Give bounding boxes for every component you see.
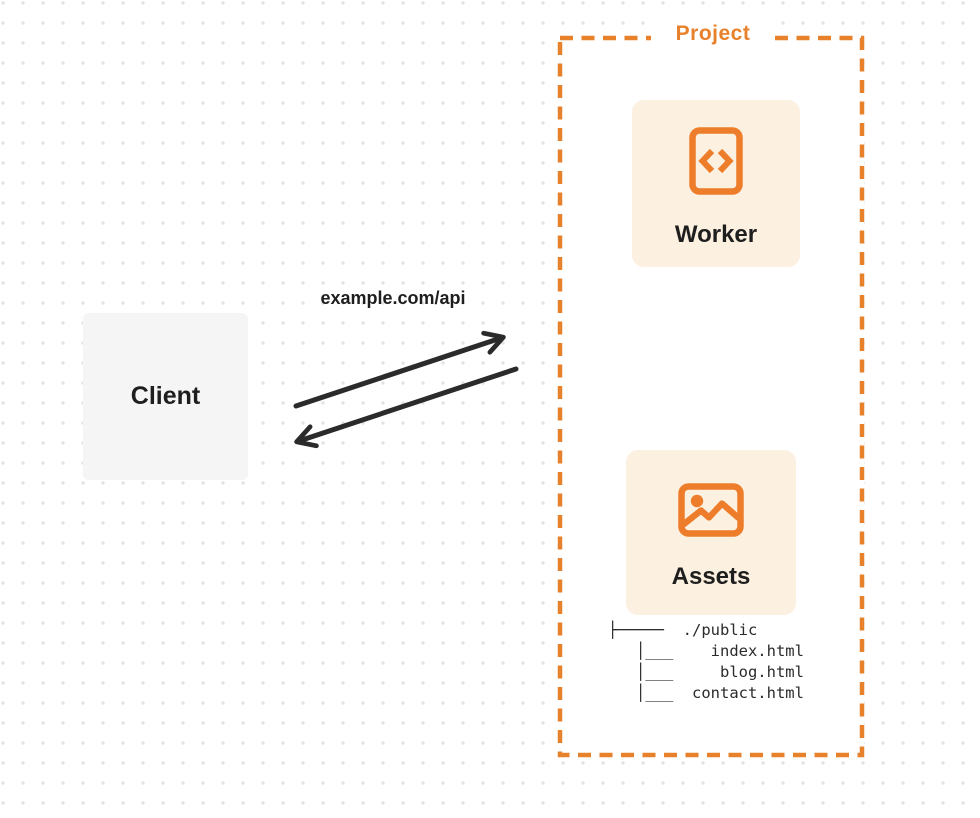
project-title: Project xyxy=(651,20,775,47)
response-arrow xyxy=(294,366,519,449)
assets-label: Assets xyxy=(671,563,751,590)
client-box: Client xyxy=(83,313,248,480)
worker-label: Worker xyxy=(674,221,758,248)
request-arrow xyxy=(293,330,506,409)
request-url-label: example.com/api xyxy=(320,288,466,308)
worker-card: Worker xyxy=(632,100,800,267)
code-document-icon xyxy=(689,127,743,195)
assets-file-tree: ├───── ./public │___ index.html │___ blo… xyxy=(608,621,804,702)
assets-card: Assets xyxy=(626,450,796,615)
client-label: Client xyxy=(130,382,201,410)
image-icon xyxy=(678,483,744,537)
